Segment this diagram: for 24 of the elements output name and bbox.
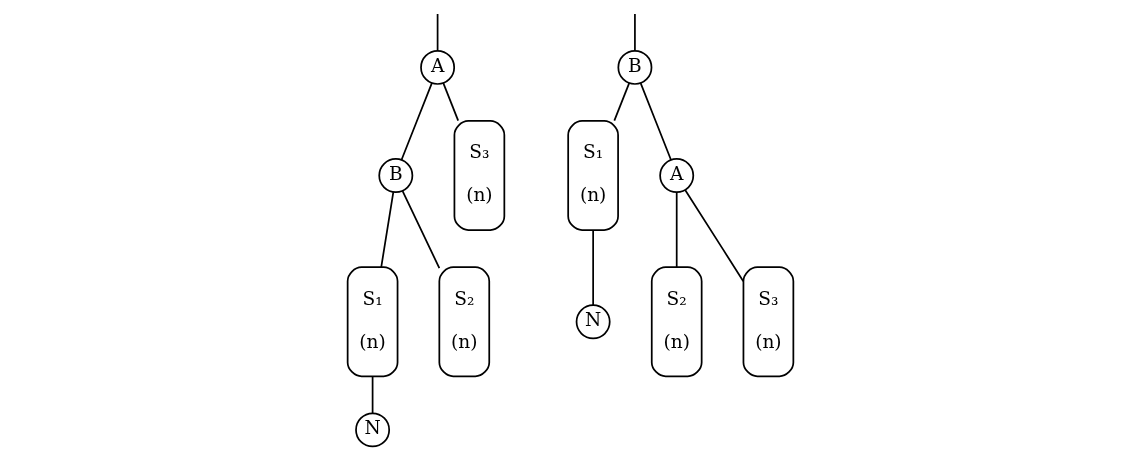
node-box: S₃ (n)	[742, 266, 794, 378]
connector	[371, 375, 373, 415]
node-box: S₂ (n)	[650, 266, 703, 378]
connector	[436, 13, 438, 52]
connector	[612, 81, 630, 122]
connector	[675, 191, 678, 268]
node-circle: B	[616, 49, 652, 85]
connector	[633, 13, 636, 52]
connector	[401, 190, 440, 270]
connector	[639, 81, 672, 161]
connector	[400, 81, 433, 161]
node-box: S₂ (n)	[437, 266, 490, 378]
node-circle: A	[419, 49, 455, 85]
node-circle: A	[658, 158, 694, 193]
node-circle: B	[377, 158, 413, 193]
node-box: S₁ (n)	[346, 266, 398, 378]
connector	[683, 189, 744, 283]
connector	[441, 81, 459, 122]
node-circle: N	[575, 304, 611, 340]
node-box: S₃ (n)	[453, 120, 505, 231]
node-box: S₁ (n)	[566, 120, 619, 231]
node-circle: N	[354, 412, 390, 448]
connector	[591, 229, 594, 306]
connector	[379, 191, 394, 268]
